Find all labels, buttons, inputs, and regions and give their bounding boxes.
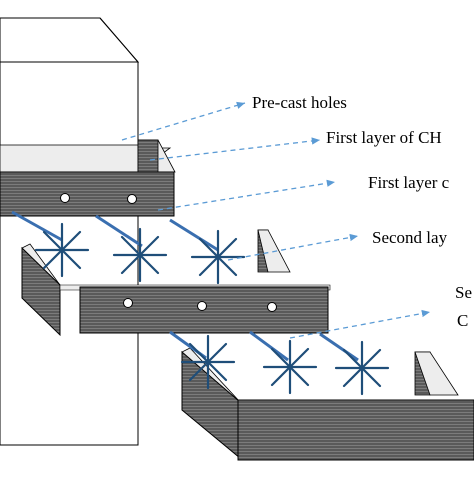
second-ch-strip <box>21 229 331 337</box>
leader-arrows <box>121 101 431 339</box>
anchor-stars <box>34 222 390 396</box>
label-first-layer-c: First layer c <box>368 173 450 192</box>
rebar <box>169 218 219 252</box>
anchor-star-icon <box>34 222 90 278</box>
strip-hole <box>60 193 70 203</box>
anchor-star-icon <box>262 339 318 395</box>
label-precast-holes: Pre-cast holes <box>252 93 347 112</box>
rebar <box>95 214 143 248</box>
label-c: C <box>457 311 468 330</box>
rebar <box>249 330 289 362</box>
anchor-star-icon <box>180 334 236 390</box>
strip-hole <box>127 194 137 204</box>
rebar <box>319 332 359 362</box>
arrow-second-layer <box>227 233 359 261</box>
rebar-lines <box>11 210 359 362</box>
anchor-star-icon <box>112 227 168 283</box>
strip-hole <box>197 301 207 311</box>
strip-hole <box>267 302 277 312</box>
label-first-layer-ch: First layer of CH <box>326 128 442 147</box>
first-ch-strip <box>0 139 176 217</box>
rebar <box>11 210 63 242</box>
arrow-precast-holes <box>121 101 246 141</box>
label-se: Se <box>455 283 472 302</box>
label-second-layer: Second lay <box>372 228 448 247</box>
concrete-column <box>0 17 140 446</box>
anchor-star-icon <box>334 340 390 396</box>
third-ch-strip <box>181 347 474 461</box>
anchor-star-icon <box>190 229 246 285</box>
arrow-first-layer-ch <box>149 137 321 161</box>
strip-hole <box>123 298 133 308</box>
arrow-first-layer-c <box>157 179 336 211</box>
arrow-se <box>289 309 431 339</box>
